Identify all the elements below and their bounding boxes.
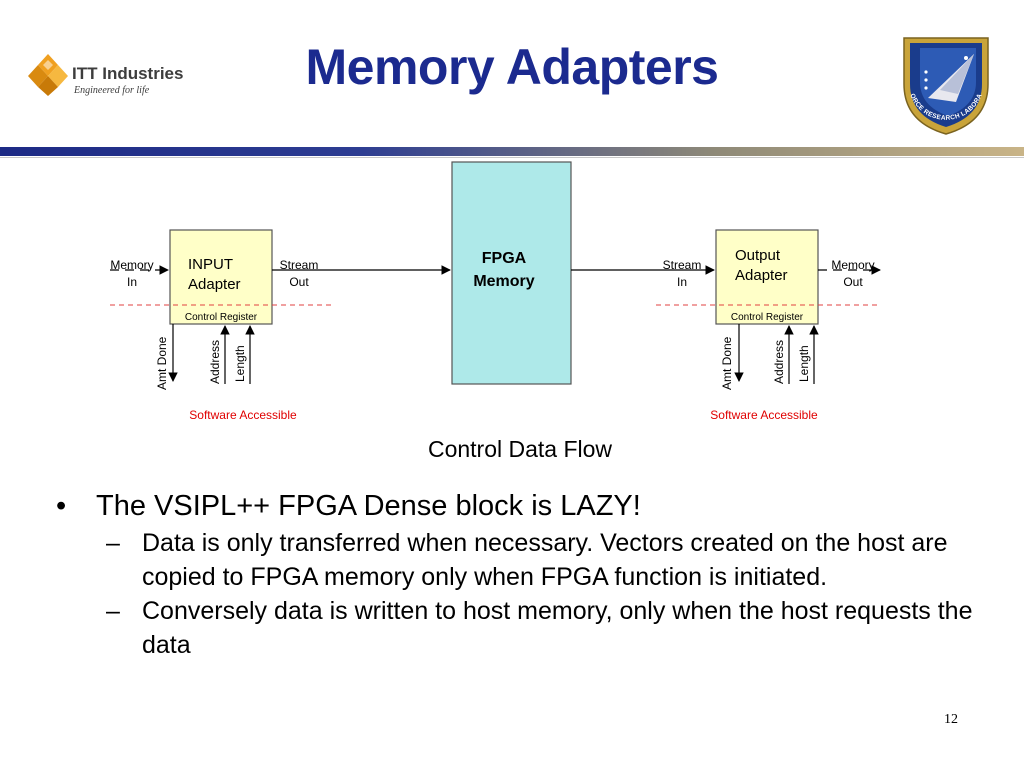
memory-out-label-1: Memory	[831, 258, 874, 272]
fpga-memory-label: Memory	[473, 273, 534, 290]
memory-in-label-2: In	[127, 275, 137, 289]
input-control-register-label: Control Register	[185, 312, 258, 323]
fpga-memory-block	[451, 161, 572, 385]
sub-bullet-dash-icon: –	[106, 529, 120, 557]
itt-diamond-icon	[28, 54, 68, 96]
bullet-dot-icon: •	[56, 490, 67, 522]
input-adapter-label-2: Adapter	[188, 276, 241, 293]
bullet-list: • The VSIPL++ FPGA Dense block is LAZY! …	[56, 488, 976, 662]
output-software-accessible-note: Software Accessible	[710, 408, 818, 422]
input-address-label: Address	[208, 340, 222, 384]
memory-out-label-2: Out	[843, 275, 863, 289]
stream-in-label-1: Stream	[663, 258, 702, 272]
stream-out-label-1: Stream	[280, 258, 319, 272]
output-length-label: Length	[797, 345, 811, 382]
sub-bullet-text: Data is only transferred when necessary.…	[142, 529, 948, 591]
diagram-caption: Control Data Flow	[427, 436, 613, 462]
slide-title: Memory Adapters	[305, 39, 719, 95]
output-adapter-block	[715, 229, 819, 325]
itt-industries-logo: ITT Industries Engineered for life	[28, 52, 198, 102]
afrl-seal-icon: AIR FORCE RESEARCH LABORATORY	[896, 32, 989, 135]
memory-in-label-1: Memory	[110, 258, 153, 272]
sub-bullet-text: Conversely data is written to host memor…	[142, 597, 973, 659]
itt-logo-tagline: Engineered for life	[74, 85, 150, 96]
title-divider-shadow	[0, 157, 1024, 158]
itt-logo-name: ITT Industries	[72, 64, 184, 83]
fpga-label: FPGA	[482, 250, 527, 267]
output-adapter-label-2: Adapter	[735, 267, 788, 284]
bullet-text: The VSIPL++ FPGA Dense block is LAZY!	[96, 490, 641, 522]
memory-adapter-diagram: FPGA Memory INPUT Adapter Control Regist…	[110, 161, 881, 422]
input-amt-done-label: Amt Done	[155, 336, 169, 390]
sub-bullet-item: – Conversely data is written to host mem…	[106, 594, 976, 662]
sub-bullet-dash-icon: –	[106, 597, 120, 625]
page-number: 12	[944, 712, 958, 727]
output-adapter-label-1: Output	[735, 247, 781, 264]
stream-in-label-2: In	[677, 275, 687, 289]
output-control-register-label: Control Register	[731, 312, 804, 323]
output-amt-done-label: Amt Done	[720, 336, 734, 390]
output-address-label: Address	[772, 340, 786, 384]
bullet-item: • The VSIPL++ FPGA Dense block is LAZY!	[56, 488, 976, 524]
stream-out-label-2: Out	[289, 275, 309, 289]
input-adapter-block	[169, 229, 273, 325]
input-adapter-label-1: INPUT	[188, 256, 233, 273]
title-divider	[0, 147, 1024, 156]
input-length-label: Length	[233, 345, 247, 382]
sub-bullet-item: – Data is only transferred when necessar…	[106, 526, 976, 594]
input-software-accessible-note: Software Accessible	[189, 408, 297, 422]
